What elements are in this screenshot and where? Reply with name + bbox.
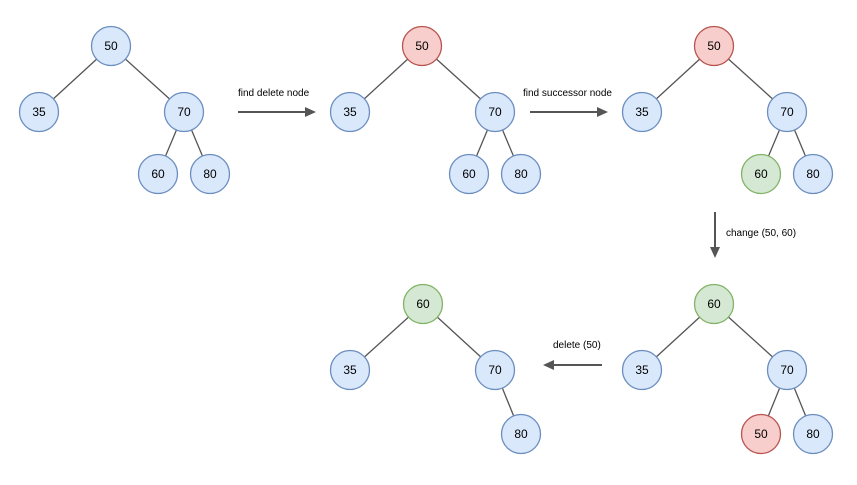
tree-node-60: 60 [448, 153, 490, 195]
node-label: 35 [635, 105, 649, 119]
node-label: 50 [104, 39, 118, 53]
tree-node-80: 80 [792, 153, 834, 195]
tree-find-delete: 50 35 70 60 80 [329, 25, 542, 195]
node-label: 35 [343, 363, 357, 377]
tree-node-50: 50 [90, 25, 132, 67]
tree-find-successor: 50 35 70 60 80 [621, 25, 834, 195]
tree-initial: 50 35 70 60 80 [18, 25, 231, 195]
arrow-head [710, 247, 720, 258]
tree-node-70: 70 [766, 91, 808, 133]
node-label: 80 [806, 427, 820, 441]
arrow-change: change (50, 60) [710, 212, 796, 258]
tree-node-35: 35 [329, 91, 371, 133]
node-label: 80 [806, 167, 820, 181]
arrow-label: find successor node [523, 88, 612, 99]
tree-node-35: 35 [621, 349, 663, 391]
node-label: 35 [343, 105, 357, 119]
node-label: 50 [415, 39, 429, 53]
node-label: 80 [514, 167, 528, 181]
node-label: 70 [780, 105, 794, 119]
node-label: 70 [488, 105, 502, 119]
arrow-label: find delete node [238, 88, 310, 99]
tree-node-70: 70 [474, 349, 516, 391]
tree-node-35: 35 [18, 91, 60, 133]
tree-node-60: 60 [693, 283, 735, 325]
arrow-label: delete (50) [553, 340, 601, 351]
tree-node-70: 70 [163, 91, 205, 133]
node-label: 70 [488, 363, 502, 377]
node-label: 35 [32, 105, 46, 119]
node-label: 70 [177, 105, 191, 119]
tree-node-60: 60 [740, 153, 782, 195]
node-label: 60 [416, 297, 430, 311]
tree-node-80: 80 [189, 153, 231, 195]
arrow-find-delete: find delete node [238, 88, 316, 117]
tree-node-60: 60 [402, 283, 444, 325]
arrow-delete: delete (50) [543, 340, 602, 370]
arrow-head [597, 107, 608, 117]
tree-node-50: 50 [401, 25, 443, 67]
arrow-find-successor: find successor node [523, 88, 612, 117]
node-label: 50 [707, 39, 721, 53]
tree-node-35: 35 [621, 91, 663, 133]
node-label: 60 [754, 167, 768, 181]
tree-node-70: 70 [766, 349, 808, 391]
node-label: 80 [203, 167, 217, 181]
tree-node-80: 80 [500, 413, 542, 455]
node-label: 60 [462, 167, 476, 181]
node-label: 60 [707, 297, 721, 311]
node-label: 35 [635, 363, 649, 377]
tree-swapped: 60 35 70 50 80 [621, 283, 834, 455]
node-label: 60 [151, 167, 165, 181]
arrow-head [305, 107, 316, 117]
tree-final: 60 35 70 80 [329, 283, 542, 455]
tree-node-50: 50 [693, 25, 735, 67]
tree-node-50: 50 [740, 413, 782, 455]
tree-node-70: 70 [474, 91, 516, 133]
node-label: 50 [754, 427, 768, 441]
arrow-head [543, 360, 554, 370]
tree-node-60: 60 [137, 153, 179, 195]
tree-node-35: 35 [329, 349, 371, 391]
node-label: 80 [514, 427, 528, 441]
node-label: 70 [780, 363, 794, 377]
tree-node-80: 80 [500, 153, 542, 195]
tree-node-80: 80 [792, 413, 834, 455]
arrow-label: change (50, 60) [726, 228, 796, 239]
